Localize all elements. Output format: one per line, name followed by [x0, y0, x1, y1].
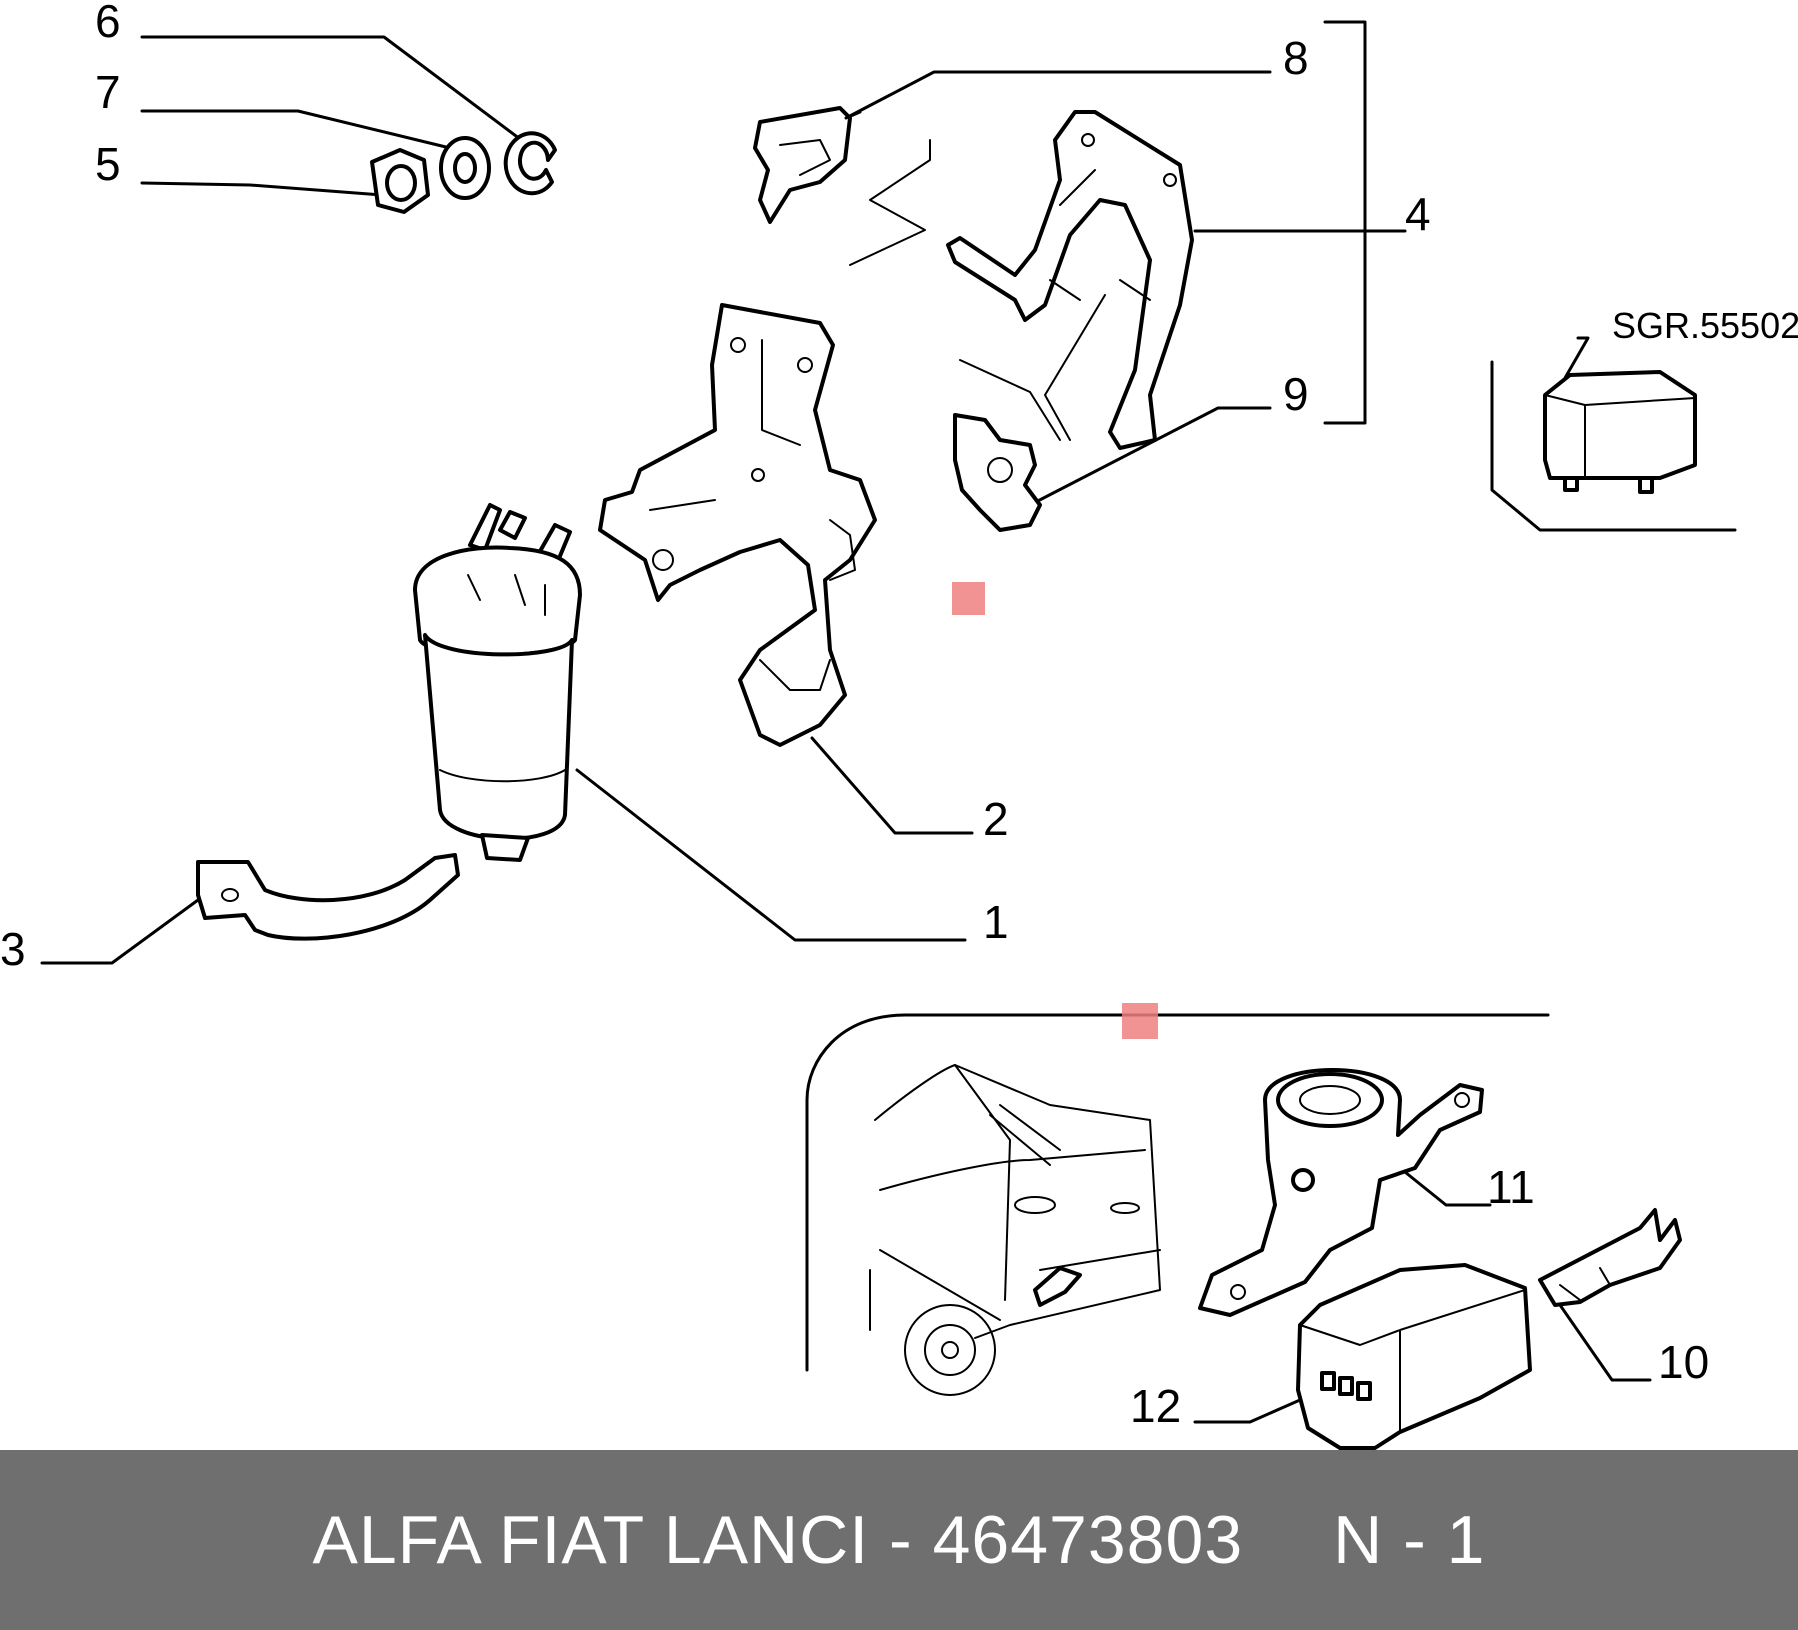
nut-part-5 — [370, 148, 430, 214]
parts-diagram: 6 7 5 8 4 9 2 1 3 10 11 12 SGR.55502 — [0, 0, 1798, 1450]
footer-part-number: ALFA FIAT LANCI - 46473803 — [312, 1502, 1244, 1578]
sgr-code: SGR.55502 — [1612, 305, 1798, 346]
callout-6: 6 — [95, 0, 121, 47]
car-sketch — [869, 1064, 1161, 1396]
callout-2: 2 — [983, 793, 1009, 845]
callout-10: 10 — [1658, 1336, 1709, 1388]
callout-11: 11 — [1487, 1161, 1535, 1213]
inset-frame — [805, 1013, 1550, 1372]
circlip-part-6 — [503, 131, 557, 196]
callout-labels: 6 7 5 8 4 9 2 1 3 10 11 12 SGR.55502 — [0, 0, 1798, 1432]
leader-lines — [40, 20, 1652, 1424]
clip-part-8 — [753, 106, 862, 224]
callout-5: 5 — [95, 138, 121, 190]
callout-4: 4 — [1405, 188, 1431, 240]
footer-suffix: N - 1 — [1333, 1502, 1486, 1578]
callout-3: 3 — [0, 923, 26, 975]
highlight-markers — [952, 582, 1158, 1039]
callout-9: 9 — [1283, 368, 1309, 420]
assembly-guide-lines — [849, 139, 1106, 441]
strap-clamp-part-3 — [196, 853, 460, 941]
callout-12: 12 — [1130, 1380, 1181, 1432]
washer-part-7 — [439, 136, 491, 200]
clip-part-9 — [953, 413, 1042, 532]
marker-square — [1122, 1003, 1158, 1039]
marker-square — [952, 582, 985, 615]
fuel-filter-part-1 — [413, 503, 582, 862]
bracket-part-2 — [598, 303, 877, 747]
mount-bracket-part-11 — [1198, 1068, 1484, 1317]
bracket-part-4 — [946, 110, 1194, 450]
callout-7: 7 — [95, 66, 121, 118]
sgr-component — [1490, 360, 1737, 532]
callout-1: 1 — [983, 896, 1009, 948]
footer-banner: ALFA FIAT LANCI - 46473803 N - 1 — [0, 1450, 1798, 1630]
terminal-part-10 — [1538, 1208, 1682, 1307]
callout-8: 8 — [1283, 32, 1309, 84]
connector-part-12 — [1296, 1263, 1532, 1450]
